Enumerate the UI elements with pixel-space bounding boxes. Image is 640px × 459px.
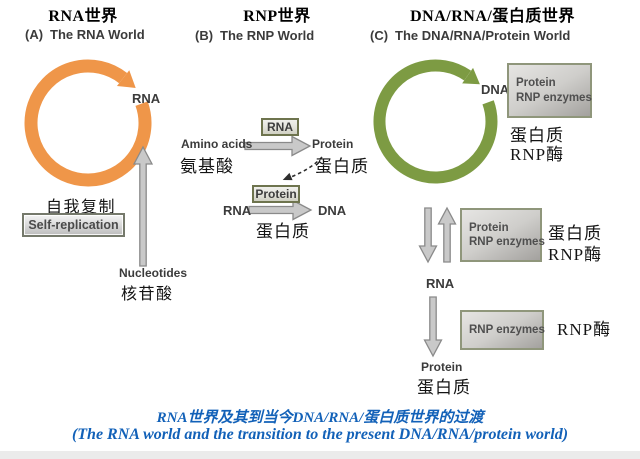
caption-line1-zh: RNA世界及其到当今DNA/RNA/蛋白质世界的过渡 (156, 410, 484, 426)
box2-line1: Protein (469, 221, 509, 234)
box3-zh-rnp-label: RNP酶 (557, 320, 612, 339)
protein-final-zh-label: 蛋白质 (417, 378, 471, 397)
panel-a-title-en: (A) The RNA World (25, 27, 145, 42)
rna-dna-up-arrow-icon (437, 206, 457, 263)
box2-zh-rnp-label: RNP酶 (548, 245, 603, 264)
caption-line2-en: (The RNA world and the transition to the… (71, 426, 569, 443)
panel-c-title-zh: DNA/RNA/蛋白质世界 (410, 8, 575, 25)
box1-line1: Protein (516, 77, 556, 89)
panel-a-letter: (A) (25, 27, 44, 42)
rna-enzyme-box: RNA (261, 118, 299, 136)
box1-line2: RNP enzymes (516, 91, 592, 104)
protein-product-en-label: Protein (312, 137, 354, 151)
box1-zh-rnp-label: RNP酶 (510, 145, 565, 164)
protein-enzyme-box: Protein (252, 185, 300, 203)
protein-enzyme-zh-label: 蛋白质 (256, 222, 310, 241)
self-replication-zh-label: 自我复制 (46, 199, 117, 216)
nucleotides-zh-label: 核苷酸 (121, 286, 174, 303)
rnp-enzymes-box-3: RNP enzymes (460, 310, 545, 350)
rna-to-protein-down-arrow-icon (423, 296, 443, 358)
rna-intermediate-label: RNA (426, 276, 455, 291)
panel-b-title-text: The RNP World (220, 28, 315, 43)
nucleotides-up-arrow-icon (132, 145, 154, 267)
dna-cycle-arrow-icon (373, 59, 498, 184)
amino-acids-zh-label: 氨基酸 (180, 157, 234, 176)
panel-b-letter: (B) (195, 28, 214, 43)
rna-cycle-label: RNA (132, 91, 161, 106)
amino-acids-en-label: Amino acids (181, 137, 253, 151)
panel-c-title-en: (C) The DNA/RNA/Protein World (370, 28, 570, 43)
protein-rnp-enzymes-box-1: Protein RNP enzymes (507, 63, 592, 118)
rna-cycle-arrow-icon (24, 59, 152, 187)
protein-rnp-enzymes-box-2: Protein RNP enzymes (460, 208, 545, 262)
panel-b-title-zh: RNP世界 (243, 8, 311, 25)
panel-a-title-text: The RNA World (50, 27, 145, 42)
nucleotides-en-label: Nucleotides (119, 266, 188, 280)
box3-line1: RNP enzymes (469, 323, 545, 336)
panel-c-letter: (C) (370, 28, 389, 43)
panel-c-title-text: The DNA/RNA/Protein World (395, 28, 571, 43)
panel-a-title-zh: RNA世界 (48, 8, 118, 25)
self-replication-box: Self-replication (22, 213, 125, 237)
box2-zh-protein-label: 蛋白质 (548, 224, 602, 243)
dna-cycle-label: DNA (481, 82, 510, 97)
translation-arrow-icon (244, 135, 312, 157)
protein-product-zh-label: 蛋白质 (315, 157, 369, 176)
protein-final-en-label: Protein (421, 360, 463, 374)
panel-b-title-en: (B) The RNP World (195, 28, 314, 43)
box1-zh-protein-label: 蛋白质 (510, 126, 564, 145)
box2-line2: RNP enzymes (469, 236, 545, 248)
rna-template-label: RNA (223, 203, 252, 218)
dna-rna-down-arrow-icon (418, 207, 438, 264)
dna-product-label: DNA (318, 203, 347, 218)
bottom-divider-strip (0, 451, 640, 459)
